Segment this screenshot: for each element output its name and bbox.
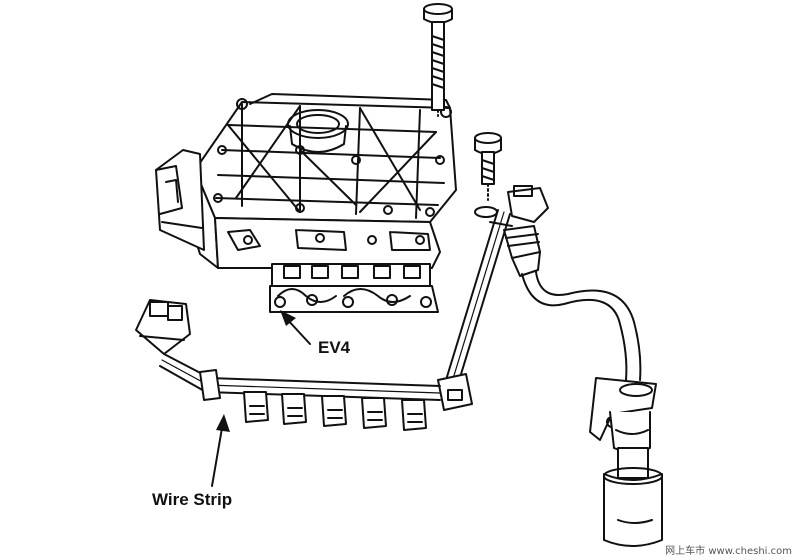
wire-strip [135, 299, 441, 431]
wire-strip-pointer-arrow [211, 414, 230, 487]
ev4-pointer-arrow [280, 310, 311, 345]
watermark: 网上车市 www.cheshi.com [665, 546, 792, 557]
harness-connector-plug [503, 185, 549, 277]
speed-sensor [589, 377, 663, 547]
wire-strip-label: Wire Strip [152, 490, 233, 509]
flat-harness-strip [437, 209, 513, 411]
short-bolt [474, 132, 502, 218]
long-bolt [423, 3, 453, 117]
valve-body [155, 93, 457, 313]
ev4-label: EV4 [318, 338, 351, 357]
sensor-cable [521, 271, 642, 381]
